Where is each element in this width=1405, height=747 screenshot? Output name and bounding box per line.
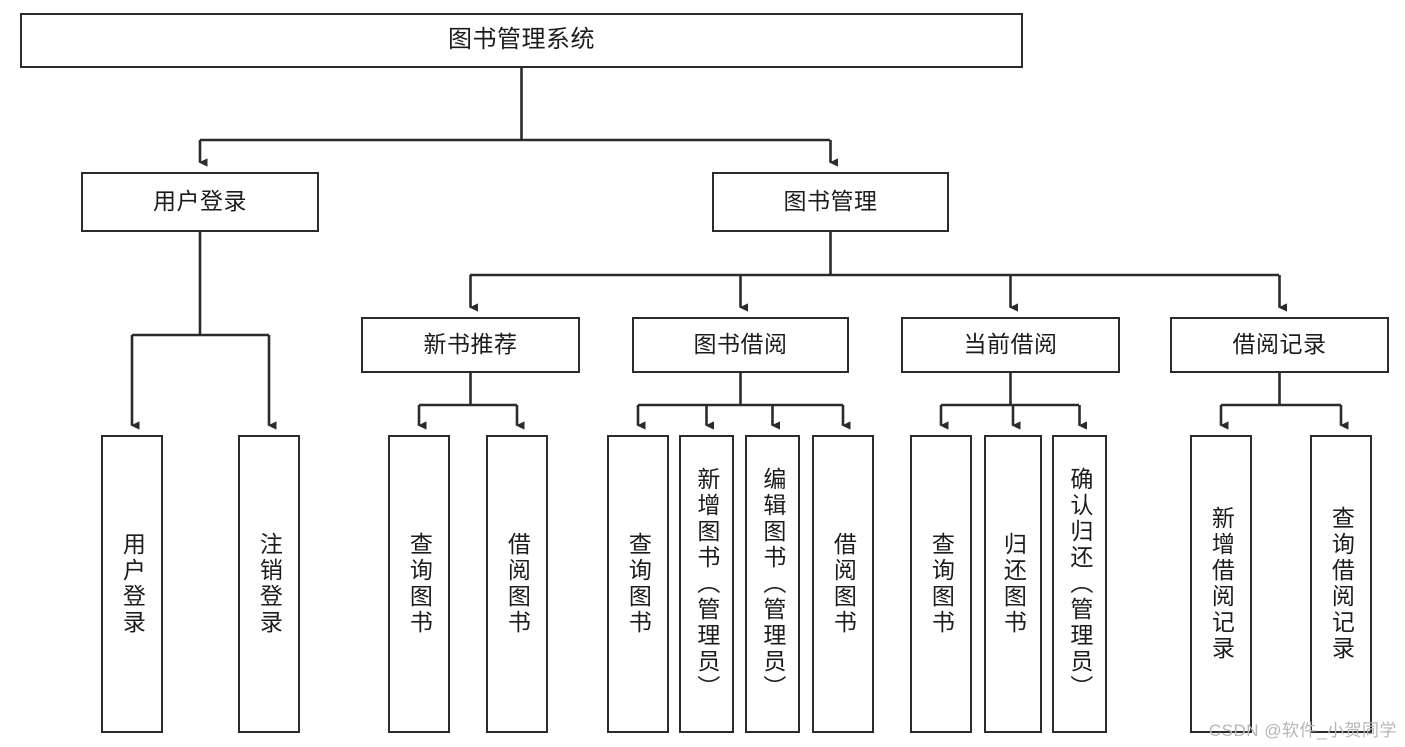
node-leaf-confirm-return-label: 确认归还（管理员）	[1066, 467, 1093, 701]
node-root-label: 图书管理系统	[448, 26, 595, 54]
node-leaf-borrow-book-1-label: 借阅图书	[504, 532, 531, 636]
node-borrow-record-label: 借阅记录	[1232, 331, 1327, 358]
node-borrow-record[interactable]: 借阅记录	[1170, 317, 1389, 373]
node-new-book-recommend-label: 新书推荐	[423, 331, 518, 358]
node-leaf-query-book-1[interactable]: 查询图书	[388, 435, 450, 733]
node-leaf-return-book-label: 归还图书	[1000, 532, 1027, 636]
node-leaf-query-record-label: 查询借阅记录	[1328, 506, 1355, 662]
node-leaf-query-record[interactable]: 查询借阅记录	[1310, 435, 1372, 733]
node-leaf-user-logout-label: 注销登录	[256, 532, 283, 636]
node-leaf-user-login-label: 用户登录	[119, 532, 146, 636]
node-leaf-borrow-book-2-label: 借阅图书	[830, 532, 857, 636]
node-leaf-edit-book[interactable]: 编辑图书（管理员）	[745, 435, 800, 733]
node-book-borrow-label: 图书借阅	[693, 331, 788, 358]
node-leaf-user-logout[interactable]: 注销登录	[238, 435, 300, 733]
node-leaf-query-book-3[interactable]: 查询图书	[910, 435, 972, 733]
node-leaf-query-book-2[interactable]: 查询图书	[607, 435, 669, 733]
node-current-borrow[interactable]: 当前借阅	[901, 317, 1120, 373]
node-book-borrow[interactable]: 图书借阅	[632, 317, 849, 373]
node-leaf-query-book-3-label: 查询图书	[928, 532, 955, 636]
csdn-watermark: CSDN @软件_小贺同学	[1208, 721, 1397, 740]
node-book-manage[interactable]: 图书管理	[712, 172, 949, 232]
node-user-login-label: 用户登录	[153, 188, 247, 215]
node-root[interactable]: 图书管理系统	[20, 13, 1023, 68]
node-leaf-edit-book-label: 编辑图书（管理员）	[759, 467, 786, 701]
node-leaf-add-book-label: 新增图书（管理员）	[693, 467, 720, 701]
node-user-login[interactable]: 用户登录	[81, 172, 319, 232]
node-leaf-return-book[interactable]: 归还图书	[984, 435, 1042, 733]
node-leaf-user-login[interactable]: 用户登录	[101, 435, 163, 733]
node-leaf-query-book-2-label: 查询图书	[625, 532, 652, 636]
node-leaf-borrow-book-2[interactable]: 借阅图书	[812, 435, 874, 733]
node-leaf-add-record[interactable]: 新增借阅记录	[1190, 435, 1252, 733]
node-book-manage-label: 图书管理	[783, 188, 878, 215]
node-leaf-add-record-label: 新增借阅记录	[1208, 506, 1235, 662]
node-leaf-add-book[interactable]: 新增图书（管理员）	[679, 435, 734, 733]
node-leaf-query-book-1-label: 查询图书	[406, 532, 433, 636]
node-current-borrow-label: 当前借阅	[963, 331, 1058, 358]
node-leaf-confirm-return[interactable]: 确认归还（管理员）	[1052, 435, 1107, 733]
node-leaf-borrow-book-1[interactable]: 借阅图书	[486, 435, 548, 733]
node-new-book-recommend[interactable]: 新书推荐	[361, 317, 580, 373]
